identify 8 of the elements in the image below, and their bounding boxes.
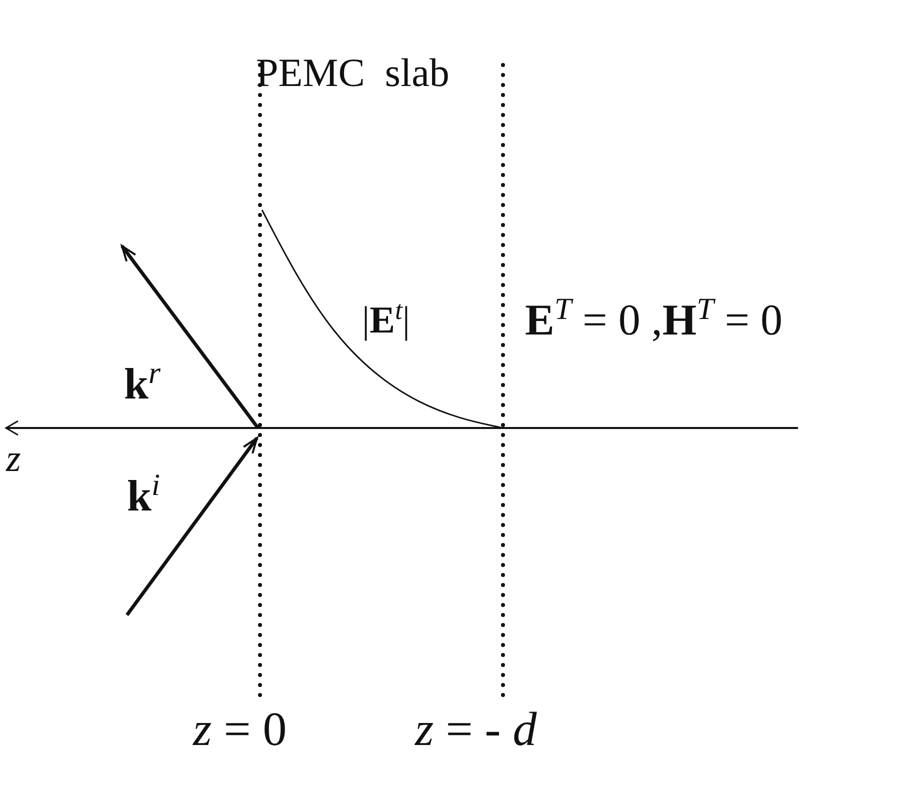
axis-label: z [6,440,21,478]
wave-vector-label: k$^{r}$ [124,358,160,407]
slab-label: PEMC slab [256,53,450,93]
wave-vector-label: k$^{i}$ [127,470,160,519]
boundary-condition-label: E$^{T}$ = 0 ,H$^{T}$ = 0 [525,294,783,343]
position-label: z = 0 [193,706,287,754]
position-label: z = - d [415,706,537,754]
field-magnitude-label: |E$^{t}$| [362,297,410,340]
